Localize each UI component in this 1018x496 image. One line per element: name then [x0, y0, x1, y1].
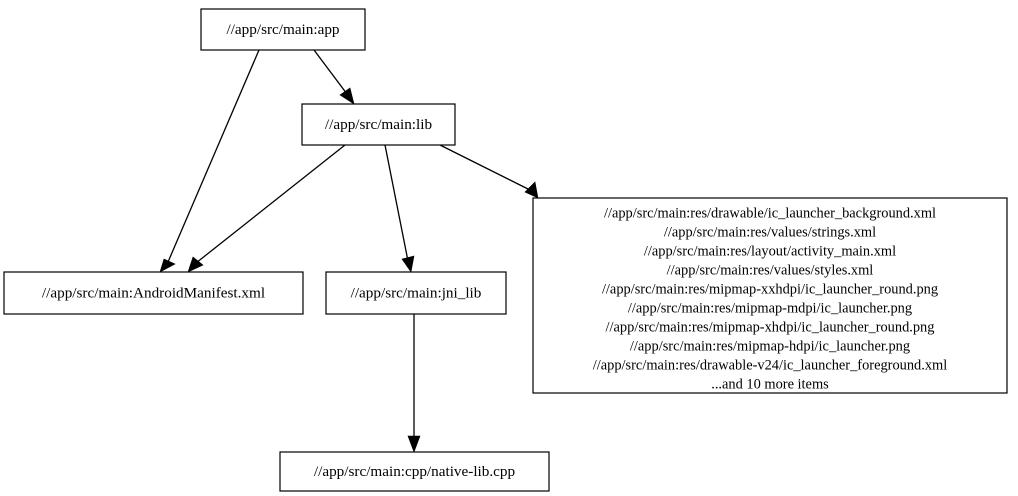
res-group-line-5: //app/src/main:res/mipmap-xxhdpi/ic_laun… — [602, 282, 938, 298]
edge-lib-to-manifest — [187, 144, 346, 273]
res-group-line-1: //app/src/main:res/drawable/ic_launcher_… — [604, 206, 936, 222]
node-label: //app/src/main:jni_lib — [351, 284, 482, 301]
edge-line — [167, 49, 260, 263]
arrowhead-icon — [159, 258, 176, 273]
node-lib[interactable]: //app/src/main:lib — [301, 103, 456, 146]
graph-edges — [159, 49, 539, 453]
res-group-line-8: //app/src/main:res/mipmap-hdpi/ic_launch… — [630, 339, 910, 355]
res-group-line-7: //app/src/main:res/mipmap-xhdpi/ic_launc… — [606, 320, 935, 336]
res-group-line-3: //app/src/main:res/layout/activity_main.… — [644, 244, 896, 260]
node-box[interactable] — [325, 271, 507, 315]
node-box[interactable] — [301, 103, 456, 146]
edge-line — [195, 144, 346, 264]
arrowhead-icon — [401, 255, 415, 273]
edge-line — [439, 144, 531, 191]
res-group-line-9: //app/src/main:res/drawable-v24/ic_launc… — [593, 358, 947, 374]
node-app[interactable]: //app/src/main:app — [200, 8, 366, 51]
node-label: //app/src/main:AndroidManifest.xml — [42, 284, 265, 301]
res-group-line-6: //app/src/main:res/mipmap-mdpi/ic_launch… — [628, 301, 912, 317]
edge-app-to-lib — [313, 49, 355, 105]
edge-line — [384, 144, 409, 262]
edge-lib-to-jni-lib — [384, 144, 415, 273]
arrowhead-icon — [524, 181, 539, 199]
node-label: //app/src/main:app — [226, 21, 339, 38]
res-group-line-2: //app/src/main:res/values/strings.xml — [664, 225, 876, 241]
arrowhead-icon — [339, 87, 355, 105]
node-native-lib-cpp[interactable]: //app/src/main:cpp/native-lib.cpp — [279, 451, 550, 492]
node-box[interactable] — [3, 271, 304, 315]
arrowhead-icon — [187, 256, 204, 273]
node-label: //app/src/main:cpp/native-lib.cpp — [314, 463, 515, 480]
res-group-line-4: //app/src/main:res/values/styles.xml — [667, 263, 874, 279]
edge-line — [313, 49, 348, 95]
node-box[interactable] — [200, 8, 366, 51]
res-group-more-items: ...and 10 more items — [711, 377, 829, 393]
node-label: //app/src/main:lib — [325, 116, 433, 133]
edge-lib-to-res-group — [439, 144, 539, 199]
node-jni-lib[interactable]: //app/src/main:jni_lib — [325, 271, 507, 315]
node-box[interactable] — [279, 451, 550, 492]
node-res-group[interactable]: //app/src/main:res/drawable/ic_launcher_… — [532, 197, 1008, 394]
graph-nodes: //app/src/main:app //app/src/main:lib //… — [3, 8, 1008, 492]
edge-jni-lib-to-native-lib — [407, 314, 421, 453]
node-box[interactable] — [532, 197, 1008, 394]
node-android-manifest[interactable]: //app/src/main:AndroidManifest.xml — [3, 271, 304, 315]
edge-app-to-manifest — [159, 49, 260, 273]
arrowhead-icon — [407, 435, 421, 453]
